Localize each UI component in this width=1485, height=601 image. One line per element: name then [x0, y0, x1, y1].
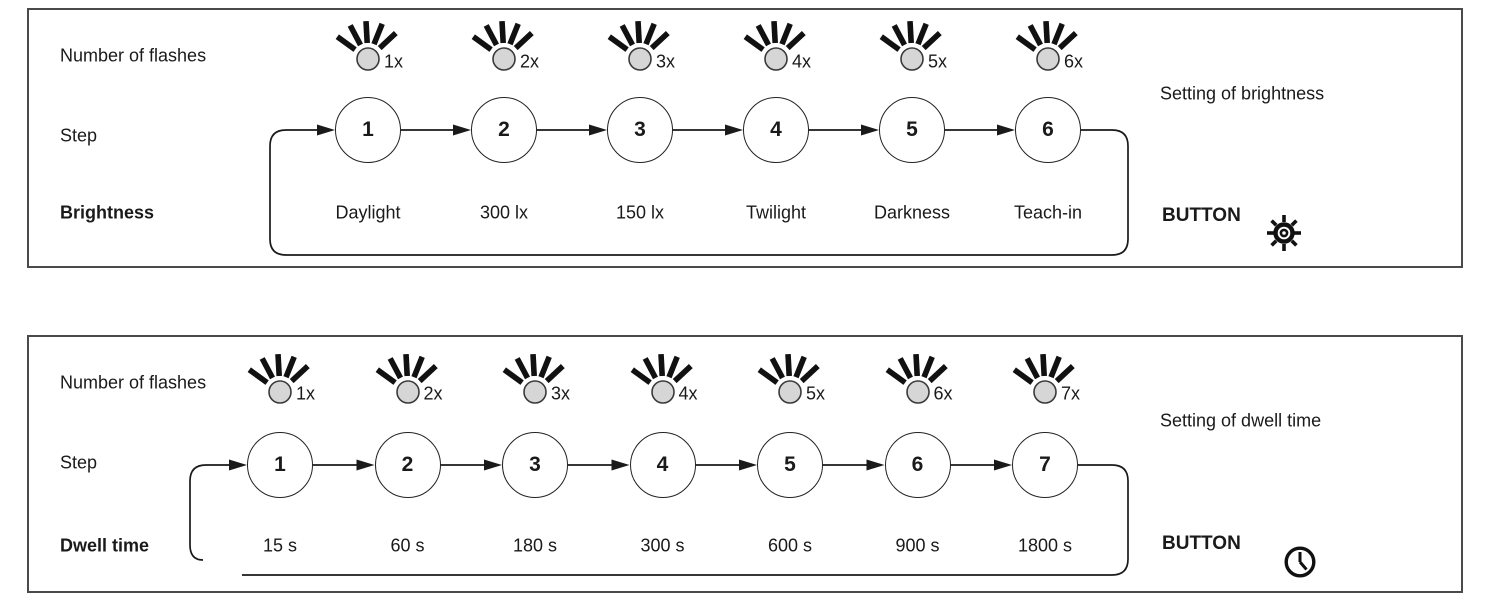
step-circle: 6	[1015, 97, 1081, 163]
brightness-value: Twilight	[745, 202, 807, 223]
step-circle: 1	[335, 97, 401, 163]
step-circle: 3	[607, 97, 673, 163]
brightness-value: 300 lx	[479, 202, 529, 223]
led-flash-icon	[1012, 353, 1075, 404]
step-circle: 1	[247, 432, 313, 498]
dwell-time-value: 900 s	[895, 535, 940, 556]
clock-icon	[1284, 546, 1316, 578]
step-circle: 5	[757, 432, 823, 498]
p2-row-label-value: Dwell time	[60, 535, 150, 556]
flash-count-label: 5x	[806, 383, 826, 404]
flash-count-label: 2x	[423, 383, 443, 404]
led-flash-icon	[757, 353, 820, 404]
led-flash-icon	[471, 20, 534, 71]
dwell-time-value: 15 s	[262, 535, 298, 556]
led-flash-icon	[335, 20, 398, 71]
led-flash-icon	[630, 353, 693, 404]
p2-button-label: BUTTON	[1162, 532, 1241, 554]
p2-setting-label: Setting of dwell time	[1160, 410, 1322, 431]
led-flash-icon	[1015, 20, 1078, 71]
flash-count-label: 3x	[656, 51, 676, 72]
led-flash-icon	[607, 20, 670, 71]
brightness-value: Darkness	[873, 202, 951, 223]
p1-button-label: BUTTON	[1162, 204, 1241, 226]
step-circle: 4	[629, 432, 696, 498]
led-flash-icon	[879, 20, 942, 71]
step-circle: 2	[471, 97, 537, 163]
flash-count-label: 1x	[384, 51, 404, 72]
dwell-time-value: 60 s	[390, 535, 425, 556]
brightness-value: Daylight	[335, 202, 401, 223]
step-circle: 4	[743, 97, 809, 163]
flash-count-label: 7x	[1061, 383, 1081, 404]
p1-setting-label: Setting of brightness	[1160, 83, 1325, 104]
p1-row-label-step: Step	[60, 125, 98, 146]
led-flash-icon	[502, 353, 565, 404]
flash-count-label: 3x	[551, 383, 571, 404]
p1-row-label-flashes: Number of flashes	[60, 45, 207, 66]
dwell-time-value: 180 s	[512, 535, 558, 556]
step-circle: 2	[374, 432, 441, 498]
step-circle: 5	[879, 97, 945, 163]
flash-count-label: 6x	[1064, 51, 1084, 72]
flash-count-label: 4x	[792, 51, 812, 72]
led-flash-icon	[743, 20, 806, 71]
brightness-sun-icon	[1267, 215, 1301, 251]
led-flash-icon	[375, 353, 438, 404]
flash-count-label: 4x	[678, 383, 698, 404]
p2-row-label-step: Step	[60, 452, 98, 473]
brightness-panel	[27, 8, 1463, 268]
dwell-time-panel	[27, 335, 1463, 593]
p1-row-label-value: Brightness	[60, 202, 155, 223]
dwell-time-value: 300 s	[640, 535, 685, 556]
p2-row-label-flashes: Number of flashes	[60, 372, 207, 393]
dwell-time-value: 1800 s	[1017, 535, 1073, 556]
step-circle: 6	[884, 432, 951, 498]
led-flash-icon	[247, 353, 310, 404]
flash-count-label: 5x	[928, 51, 948, 72]
brightness-value: Teach-in	[1013, 202, 1083, 223]
step-circle: 3	[502, 432, 568, 498]
flash-count-label: 6x	[933, 383, 953, 404]
flash-count-label: 2x	[520, 51, 540, 72]
brightness-value: 150 lx	[615, 202, 665, 223]
flash-count-label: 1x	[296, 383, 316, 404]
step-circle: 7	[1012, 432, 1078, 498]
dwell-time-value: 600 s	[767, 535, 813, 556]
led-flash-icon	[885, 353, 948, 404]
